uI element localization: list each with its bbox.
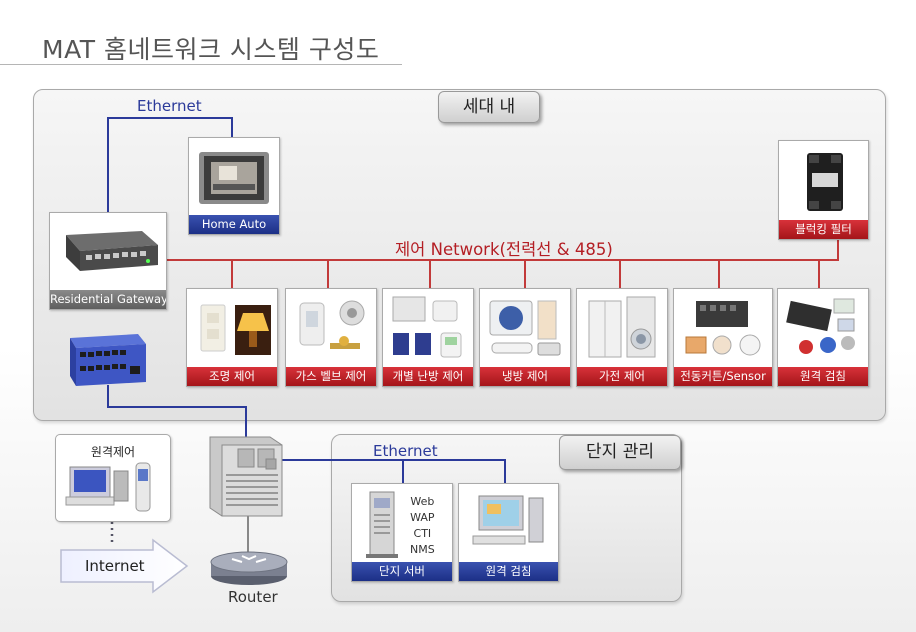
server-role-web: Web bbox=[410, 495, 435, 508]
workstation-icon bbox=[472, 495, 544, 545]
filter-icon bbox=[807, 153, 843, 211]
blocking-filter-card[interactable]: 블럭킹 필터 bbox=[778, 140, 869, 240]
appliance-icon bbox=[588, 296, 656, 358]
control-drop-lines bbox=[231, 260, 820, 288]
complex-remote-meter-card[interactable]: 원격 검침 bbox=[458, 483, 559, 582]
lighting-icon bbox=[200, 304, 271, 355]
complex-server-caption: 단지 서버 bbox=[352, 562, 452, 581]
ethernet-bottom-line bbox=[282, 459, 506, 483]
control-device-appliance[interactable]: 가전 제어 bbox=[576, 288, 668, 387]
server-role-nms: NMS bbox=[410, 543, 435, 556]
control-device-gas-valve[interactable]: 가스 벨브 제어 bbox=[285, 288, 377, 387]
control-device-cooling[interactable]: 냉방 제어 bbox=[479, 288, 571, 387]
complex-remote-meter-caption: 원격 검침 bbox=[459, 562, 558, 581]
household-tab: 세대 내 bbox=[438, 91, 540, 123]
wallpad-icon bbox=[199, 152, 269, 204]
remote-control-title: 원격제어 bbox=[90, 445, 136, 459]
control-caption-3: 냉방 제어 bbox=[480, 367, 570, 386]
switch-to-rack-line bbox=[107, 385, 247, 437]
blocking-filter-caption: 블럭킹 필터 bbox=[779, 220, 868, 239]
ethernet-label-top: Ethernet bbox=[137, 97, 202, 115]
meter-icon bbox=[786, 298, 855, 354]
control-caption-6: 원격 검침 bbox=[778, 367, 868, 386]
server-tower-icon bbox=[366, 491, 398, 558]
control-caption-4: 가전 제어 bbox=[577, 367, 667, 386]
home-auto-card[interactable]: Home Auto bbox=[188, 137, 280, 235]
complex-tab: 단지 관리 bbox=[559, 435, 681, 470]
control-caption-2: 개별 난방 제어 bbox=[383, 367, 473, 386]
control-bus-line bbox=[165, 238, 839, 261]
gateway-card[interactable]: Residential Gateway bbox=[49, 212, 167, 310]
remote-devices-icon bbox=[65, 462, 151, 512]
control-device-lighting[interactable]: 조명 제어 bbox=[186, 288, 278, 387]
ethernet-top-line bbox=[107, 117, 233, 212]
curtain-sensor-icon bbox=[685, 301, 761, 356]
internet-label: Internet bbox=[85, 557, 145, 575]
gateway-caption: Residential Gateway bbox=[50, 290, 166, 309]
control-network-label: 제어 Network(전력선 & 485) bbox=[395, 240, 613, 259]
gas-valve-icon bbox=[299, 300, 365, 349]
control-caption-0: 조명 제어 bbox=[187, 367, 277, 386]
remote-control-card[interactable]: 원격제어 bbox=[55, 434, 171, 522]
router-label: Router bbox=[228, 588, 278, 606]
home-auto-caption: Home Auto bbox=[189, 215, 279, 234]
ethernet-label-bottom: Ethernet bbox=[373, 442, 438, 460]
gateway-icon bbox=[66, 231, 158, 271]
air-conditioner-icon bbox=[489, 300, 561, 356]
complex-server-card[interactable]: Web WAP CTI NMS 단지 서버 bbox=[351, 483, 453, 582]
control-device-curtain-sensor[interactable]: 전동커튼/Sensor bbox=[673, 288, 773, 387]
page-title: MAT 홈네트워크 시스템 구성도 bbox=[42, 35, 380, 64]
server-roles: Web WAP CTI NMS bbox=[410, 494, 435, 558]
heating-icon bbox=[392, 296, 462, 358]
control-caption-1: 가스 벨브 제어 bbox=[286, 367, 376, 386]
control-device-remote-meter[interactable]: 원격 검침 bbox=[777, 288, 869, 387]
control-caption-5: 전동커튼/Sensor bbox=[674, 367, 772, 386]
server-role-cti: CTI bbox=[413, 527, 432, 540]
title-underline bbox=[0, 64, 402, 65]
server-role-wap: WAP bbox=[410, 511, 435, 524]
control-device-heating[interactable]: 개별 난방 제어 bbox=[382, 288, 474, 387]
